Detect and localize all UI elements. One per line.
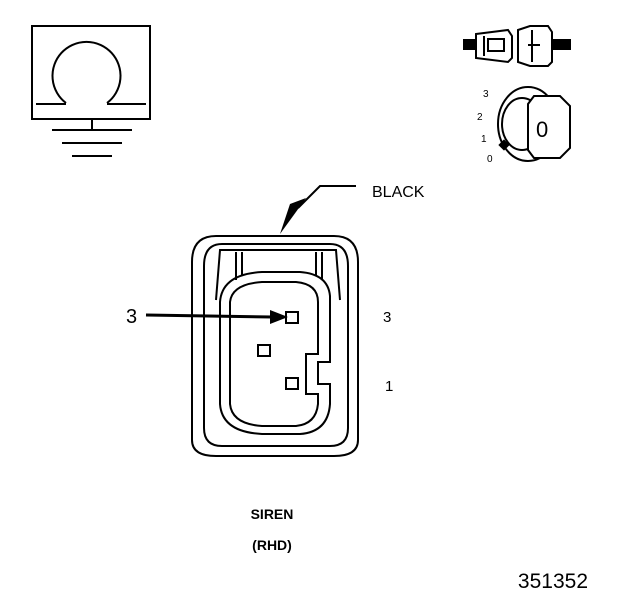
ignition-switch-icon: 3 2 1 0 0	[477, 86, 571, 165]
side-pin-label-1: 1	[385, 378, 393, 395]
pin-3-cavity	[285, 311, 299, 324]
connector-face	[191, 235, 359, 457]
pin-callout-label: 3	[126, 306, 137, 328]
pin-2-cavity	[257, 344, 271, 357]
wire-color-callout: BLACK	[280, 184, 425, 234]
figure-number: 351352	[518, 570, 588, 593]
component-variant: (RHD)	[252, 537, 292, 553]
ignition-position-1: 1	[481, 134, 487, 145]
component-name: SIREN	[251, 506, 294, 522]
ignition-position-3: 3	[483, 89, 489, 100]
side-pin-label-3: 3	[383, 309, 391, 326]
ignition-position-0: 0	[487, 154, 493, 165]
ground-symbol-icon	[31, 25, 151, 157]
ignition-position-2: 2	[477, 112, 483, 123]
connector-plug-icon	[463, 25, 571, 67]
ignition-key-label: 0	[536, 117, 548, 142]
pin-callout: 3	[126, 306, 288, 328]
wire-color-label: BLACK	[372, 184, 425, 201]
pin-1-cavity	[285, 377, 299, 390]
